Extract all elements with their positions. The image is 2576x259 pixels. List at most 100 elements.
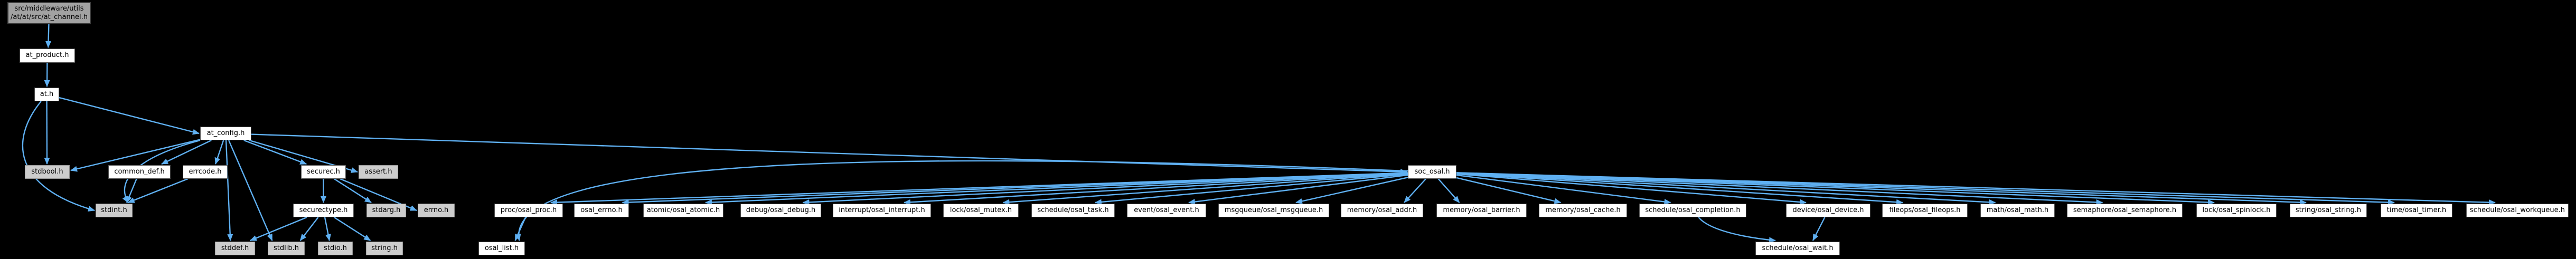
node-stdbool: stdbool.h [25,165,70,179]
node-osal-debug[interactable]: debug/osal_debug.h [740,204,821,217]
node-osal-proc[interactable]: proc/osal_proc.h [494,204,563,217]
node-label: schedule/osal_workqueue.h [2469,206,2565,214]
node-securec[interactable]: securec.h [301,165,346,179]
node-errcode[interactable]: errcode.h [183,165,228,179]
node-osal-spinlock[interactable]: lock/osal_spinlock.h [2196,204,2277,217]
node-label: soc_osal.h [1414,167,1450,176]
node-osal-msgqueue[interactable]: msgqueue/osal_msgqueue.h [1218,204,1329,217]
edge-securectype-to-stddef [249,216,307,242]
node-osal-atomic[interactable]: atomic/osal_atomic.h [643,204,723,217]
edge-soc-osal-to-osal-math [1456,172,1996,205]
node-label: errno.h [424,206,449,214]
node-label: osal_list.h [484,244,519,252]
node-stdlib: stdlib.h [268,242,305,255]
node-osal-fileops[interactable]: fileops/osal_fileops.h [1882,204,1968,217]
node-label: event/osal_event.h [1134,206,1199,214]
edge-soc-osal-to-osal-fileops [1456,172,1903,205]
node-label: schedule/osal_task.h [1037,206,1109,214]
edge-soc-osal-to-osal-task [1095,173,1408,205]
node-osal-errno[interactable]: osal_errno.h [574,204,629,217]
node-label: memory/osal_addr.h [1347,206,1417,214]
node-label: fileops/osal_fileops.h [1889,206,1961,214]
node-osal-addr[interactable]: memory/osal_addr.h [1341,204,1423,217]
node-label: memory/osal_cache.h [1545,206,1621,214]
node-osal-semaphore[interactable]: semaphore/osal_semaphore.h [2067,204,2183,217]
node-stddef: stddef.h [215,242,255,255]
node-osal-event[interactable]: event/osal_event.h [1127,204,1206,217]
node-osal-task[interactable]: schedule/osal_task.h [1031,204,1115,217]
edge-soc-osal-to-osal-debug [802,172,1408,205]
node-label: lock/osal_spinlock.h [2202,206,2271,214]
node-stdint: stdint.h [96,204,133,217]
edge-soc-osal-to-osal-semaphore [1456,172,2103,205]
node-osal-wait[interactable]: schedule/osal_wait.h [1755,242,1840,255]
node-label: at_product.h [25,51,69,60]
edge-soc-osal-to-osal-interrupt [904,172,1408,205]
node-osal-math[interactable]: math/osal_math.h [1980,204,2055,217]
node-osal-timer[interactable]: time/osal_timer.h [2381,204,2452,217]
node-label: memory/osal_barrier.h [1443,206,1520,214]
node-string: string.h [366,242,403,255]
node-securectype[interactable]: securectype.h [293,204,354,217]
node-label: interrupt/osal_interrupt.h [839,206,925,214]
edge-soc-osal-to-osal-event [1188,174,1408,205]
node-label: atomic/osal_atomic.h [646,206,720,214]
node-label: time/osal_timer.h [2386,206,2447,214]
node-osal-mutex[interactable]: lock/osal_mutex.h [943,204,1019,217]
edge-errcode-to-stdint [127,178,189,204]
node-assert: assert.h [359,165,398,179]
edge-at-h-to-at-config [59,97,200,135]
edge-securectype-to-stdlib [299,217,319,241]
node-osal-string[interactable]: string/osal_string.h [2290,204,2367,217]
edge-at-channel-to-at-product [45,24,52,48]
node-label: assert.h [364,167,392,176]
node-label: lock/osal_mutex.h [949,206,1012,214]
edge-soc-osal-to-osal-atomic [705,172,1408,205]
edge-soc-osal-to-osal-barrier [1437,178,1460,203]
node-osal-completion[interactable]: schedule/osal_completion.h [1639,204,1746,217]
edge-at-config-to-stddef [225,140,233,241]
edge-osal-completion-to-osal-wait [1698,217,1776,243]
edge-securectype-to-string [334,216,371,242]
node-label: string/osal_string.h [2295,206,2362,214]
node-label: schedule/osal_completion.h [1645,206,1741,214]
node-osal-device[interactable]: device/osal_device.h [1786,204,1870,217]
node-label: securectype.h [299,206,348,214]
node-label: debug/osal_debug.h [746,206,816,214]
node-osal-list[interactable]: osal_list.h [478,242,525,255]
edge-soc-osal-to-osal-completion [1456,174,1671,205]
node-label: stdlib.h [274,244,299,252]
node-osal-barrier[interactable]: memory/osal_barrier.h [1436,204,1527,217]
node-osal-interrupt[interactable]: interrupt/osal_interrupt.h [833,204,931,217]
edge-at-config-to-common-def [161,139,212,165]
edge-at-h-to-stdint [22,101,95,212]
edge-osal-device-to-osal-wait [1812,217,1826,241]
node-label: math/osal_math.h [1986,206,2049,214]
node-label: schedule/osal_wait.h [1762,244,1834,252]
node-soc-osal[interactable]: soc_osal.h [1408,165,1456,179]
node-at-h[interactable]: at.h [34,88,59,101]
node-label: stdio.h [324,244,347,252]
node-osal-workqueue[interactable]: schedule/osal_workqueue.h [2466,204,2569,217]
edge-common-def-to-stdint [126,178,137,203]
edge-osal-proc-to-osal-list [514,217,527,241]
edge-at-config-to-securec [243,139,307,165]
edge-soc-osal-to-osal-errno [622,172,1408,206]
node-label: proc/osal_proc.h [500,206,557,214]
node-label: msgqueue/osal_msgqueue.h [1224,206,1323,214]
node-at-config[interactable]: at_config.h [200,127,251,140]
edge-at-config-to-stdlib [228,140,273,241]
node-label: stdbool.h [31,167,63,176]
node-at-product[interactable]: at_product.h [20,49,75,63]
edge-at-config-to-soc-osal [251,133,1407,175]
node-label: common_def.h [114,167,165,176]
edge-soc-osal-to-osal-msgqueue [1295,177,1408,204]
node-label: src/middleware/utils /at/at/src/at_chann… [10,4,88,21]
node-errno: errno.h [418,204,455,217]
node-label: device/osal_device.h [1792,206,1864,214]
node-common-def[interactable]: common_def.h [108,165,171,179]
node-osal-cache[interactable]: memory/osal_cache.h [1539,204,1627,217]
node-stdarg: stdarg.h [366,204,406,217]
